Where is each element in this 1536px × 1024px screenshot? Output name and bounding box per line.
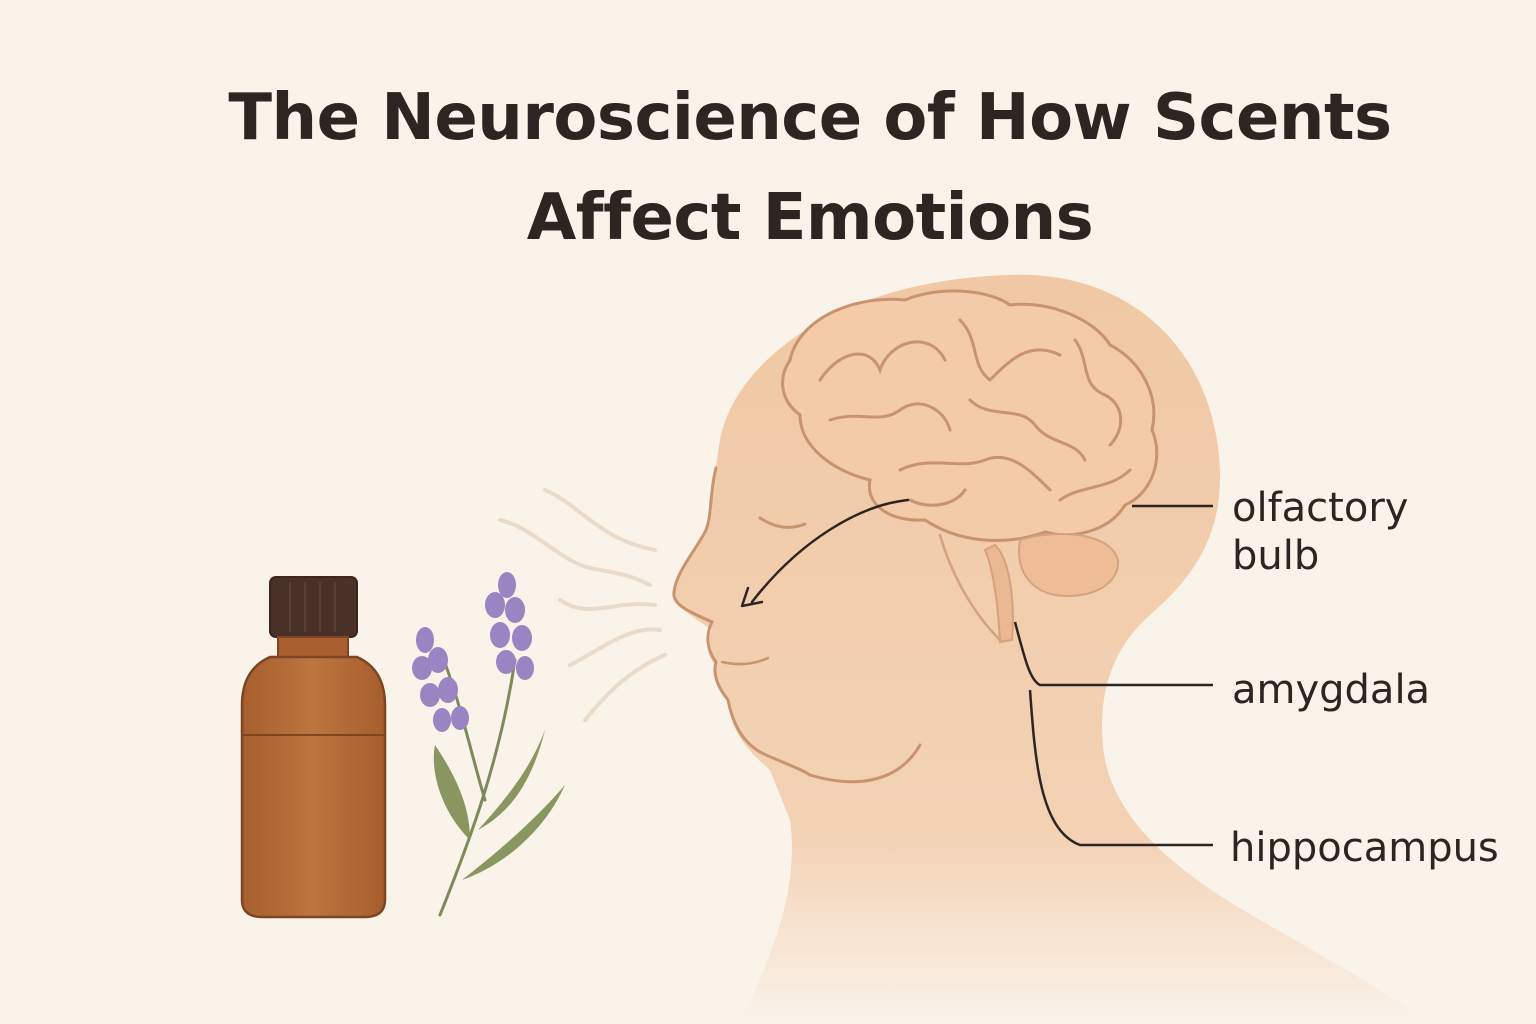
bottle-neck — [277, 636, 349, 658]
scent-wisps — [498, 488, 667, 722]
brainstem — [983, 543, 1014, 644]
title-line-1: The Neuroscience of How Scents — [228, 81, 1392, 155]
leader-line-hippocampus — [1028, 689, 1213, 847]
page-title: The Neuroscience of How Scents Affect Em… — [0, 68, 1536, 268]
essential-oil-bottle — [240, 576, 387, 919]
label-hippocampus: hippocampus — [1230, 825, 1499, 871]
scent-pathway-arrow — [750, 498, 910, 604]
cerebellum — [1018, 533, 1120, 597]
leader-line-amygdala — [1013, 621, 1213, 687]
label-amygdala: amygdala — [1232, 667, 1431, 713]
bottle-body — [240, 655, 387, 919]
brain — [781, 289, 1159, 644]
title-line-2: Affect Emotions — [526, 181, 1094, 255]
closed-eye — [758, 516, 807, 529]
lavender-sprig — [412, 572, 565, 917]
lavender-leaf — [433, 745, 470, 840]
label-olfactory-bulb: olfactory bulb — [1232, 485, 1409, 579]
arrow-head-icon — [740, 586, 764, 608]
bottle-cap — [269, 576, 358, 638]
